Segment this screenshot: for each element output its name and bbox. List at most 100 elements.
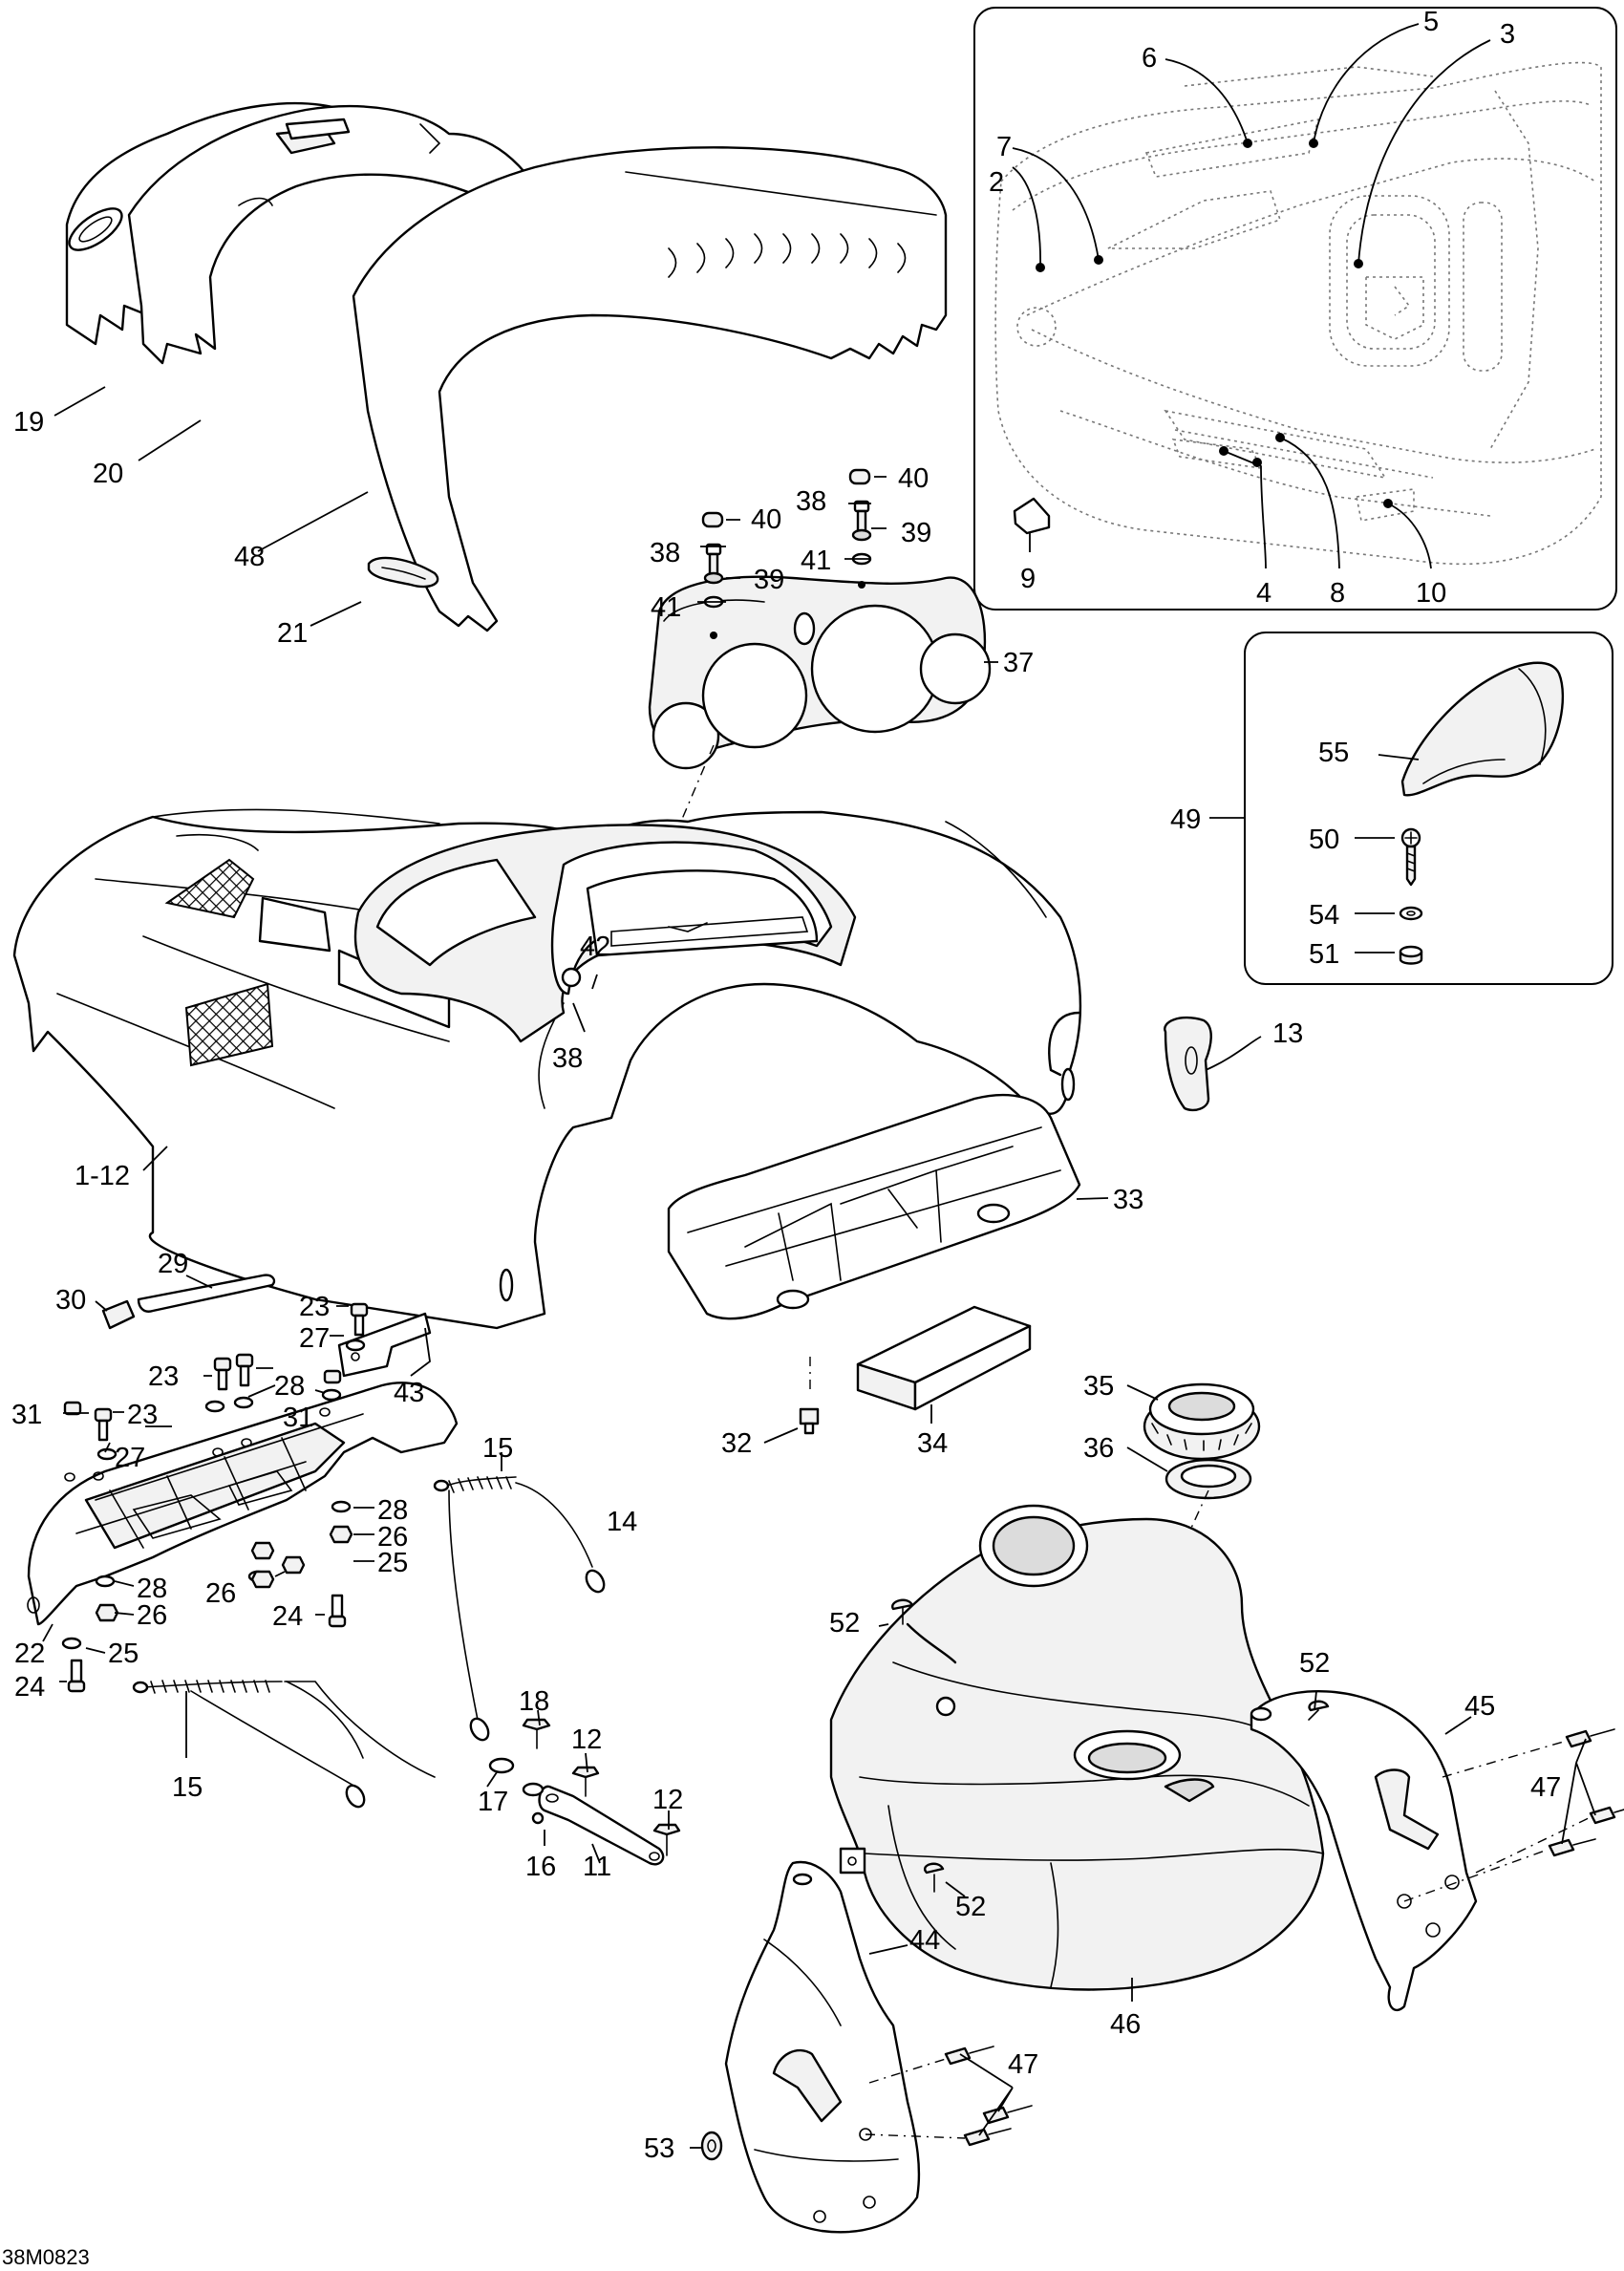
callout-39b: 39: [901, 518, 931, 548]
callout-1-12: 1-12: [75, 1161, 130, 1191]
callout-11: 11: [583, 1852, 611, 1882]
accessory-detail-frame: [1244, 632, 1613, 985]
callout-26c: 26: [137, 1600, 167, 1631]
callout-30: 30: [55, 1285, 86, 1316]
callout-35: 35: [1083, 1371, 1114, 1402]
callout-23c: 23: [127, 1400, 158, 1430]
callout-22: 22: [14, 1639, 45, 1669]
callout-23a: 23: [299, 1292, 330, 1322]
callout-55: 55: [1318, 738, 1349, 768]
callout-40b: 40: [898, 463, 929, 494]
bracket-22: [27, 1382, 459, 1626]
main-leaders: [53, 386, 598, 1171]
callout-41a: 41: [651, 592, 681, 623]
foam-pad-34: [856, 1305, 1032, 1424]
callout-44: 44: [909, 1925, 940, 1956]
callout-15b: 15: [172, 1772, 203, 1803]
callout-54: 54: [1309, 900, 1339, 931]
callout-52a: 52: [829, 1608, 860, 1639]
callout-45: 45: [1464, 1691, 1495, 1722]
callout-12b: 12: [652, 1785, 683, 1815]
screw-32: [763, 1357, 820, 1444]
callout-2: 2: [989, 167, 1004, 198]
callout-14: 14: [607, 1507, 637, 1537]
console-46: [829, 1504, 1325, 2002]
tray-33: [667, 1093, 1109, 1320]
callout-38b: 38: [796, 486, 826, 517]
callout-16: 16: [525, 1852, 556, 1882]
gauge-bezel-37: [648, 575, 992, 770]
lever-hardware: [486, 1709, 681, 1864]
callout-23b: 23: [148, 1361, 179, 1392]
callout-47a: 47: [1530, 1772, 1561, 1803]
callout-27a: 27: [299, 1323, 330, 1354]
grab-handle-accessory: [1378, 661, 1565, 797]
hood-1-12: [12, 808, 1082, 1330]
callout-10: 10: [1416, 578, 1446, 609]
callout-25b: 25: [108, 1639, 139, 1669]
callout-3: 3: [1500, 19, 1515, 50]
bracket-fasteners: [42, 1274, 374, 1693]
callout-8: 8: [1330, 578, 1345, 609]
drawing-code: 38M0823: [2, 2245, 90, 2269]
callout-33: 33: [1113, 1185, 1143, 1215]
callout-43: 43: [394, 1378, 424, 1408]
callout-38a: 38: [650, 538, 680, 568]
callout-19: 19: [13, 407, 44, 438]
callout-46: 46: [1110, 2009, 1141, 2040]
callout-31a: 31: [11, 1400, 42, 1430]
callout-18: 18: [519, 1686, 549, 1717]
callout-36: 36: [1083, 1433, 1114, 1464]
callout-52c: 52: [955, 1892, 986, 1922]
callout-34: 34: [917, 1428, 948, 1459]
callout-15a: 15: [482, 1433, 513, 1464]
cable-15-upper: [433, 1452, 606, 1721]
accessory-hardware: [1209, 817, 1423, 965]
cable-15-lower: [132, 1680, 490, 1809]
callout-24b: 24: [14, 1672, 45, 1703]
callout-24a: 24: [272, 1601, 303, 1632]
callout-49: 49: [1170, 804, 1201, 835]
side-panel-45: [1250, 1689, 1478, 2012]
callout-28a: 28: [274, 1371, 305, 1402]
bracket-43: [337, 1312, 432, 1378]
callout-17: 17: [478, 1787, 508, 1817]
callout-6: 6: [1142, 43, 1157, 74]
callout-25a: 25: [377, 1548, 408, 1578]
callout-12a: 12: [571, 1725, 602, 1755]
callout-28c: 28: [137, 1574, 167, 1604]
callout-26b: 26: [205, 1578, 236, 1609]
callout-31b: 31: [283, 1403, 313, 1433]
callout-53: 53: [644, 2133, 674, 2164]
callout-39a: 39: [754, 565, 784, 595]
callout-48: 48: [234, 542, 265, 572]
bezel-fasteners: [601, 468, 998, 995]
callout-20: 20: [93, 459, 123, 489]
decal-detail-frame: [973, 7, 1617, 611]
rivets-52: [878, 1598, 1330, 1897]
callout-52b: 52: [1299, 1648, 1330, 1679]
callout-32: 32: [721, 1428, 752, 1459]
callout-37: 37: [1003, 648, 1034, 678]
callout-42: 42: [580, 932, 610, 962]
cap-35: [1126, 1382, 1261, 1461]
callout-26a: 26: [377, 1522, 408, 1553]
callout-5: 5: [1423, 7, 1439, 37]
callout-41b: 41: [801, 546, 831, 576]
callout-7: 7: [996, 132, 1012, 162]
callout-28b: 28: [377, 1495, 408, 1526]
callout-13: 13: [1272, 1018, 1303, 1049]
fairing-panel-48: [352, 146, 948, 632]
callout-38c: 38: [552, 1043, 583, 1074]
callout-labels: 19 20 48 21 40 40 38 38 39 39 41 41 37 4…: [2, 7, 1561, 2269]
callout-21: 21: [277, 618, 308, 649]
washer-53: [690, 2131, 723, 2161]
decal-leaders: [1012, 23, 1491, 569]
callout-4: 4: [1256, 578, 1271, 609]
callout-51: 51: [1309, 939, 1339, 970]
callout-40a: 40: [751, 504, 781, 535]
callout-27b: 27: [115, 1443, 145, 1473]
side-panel-44: [724, 1860, 921, 2234]
callout-50: 50: [1309, 825, 1339, 855]
